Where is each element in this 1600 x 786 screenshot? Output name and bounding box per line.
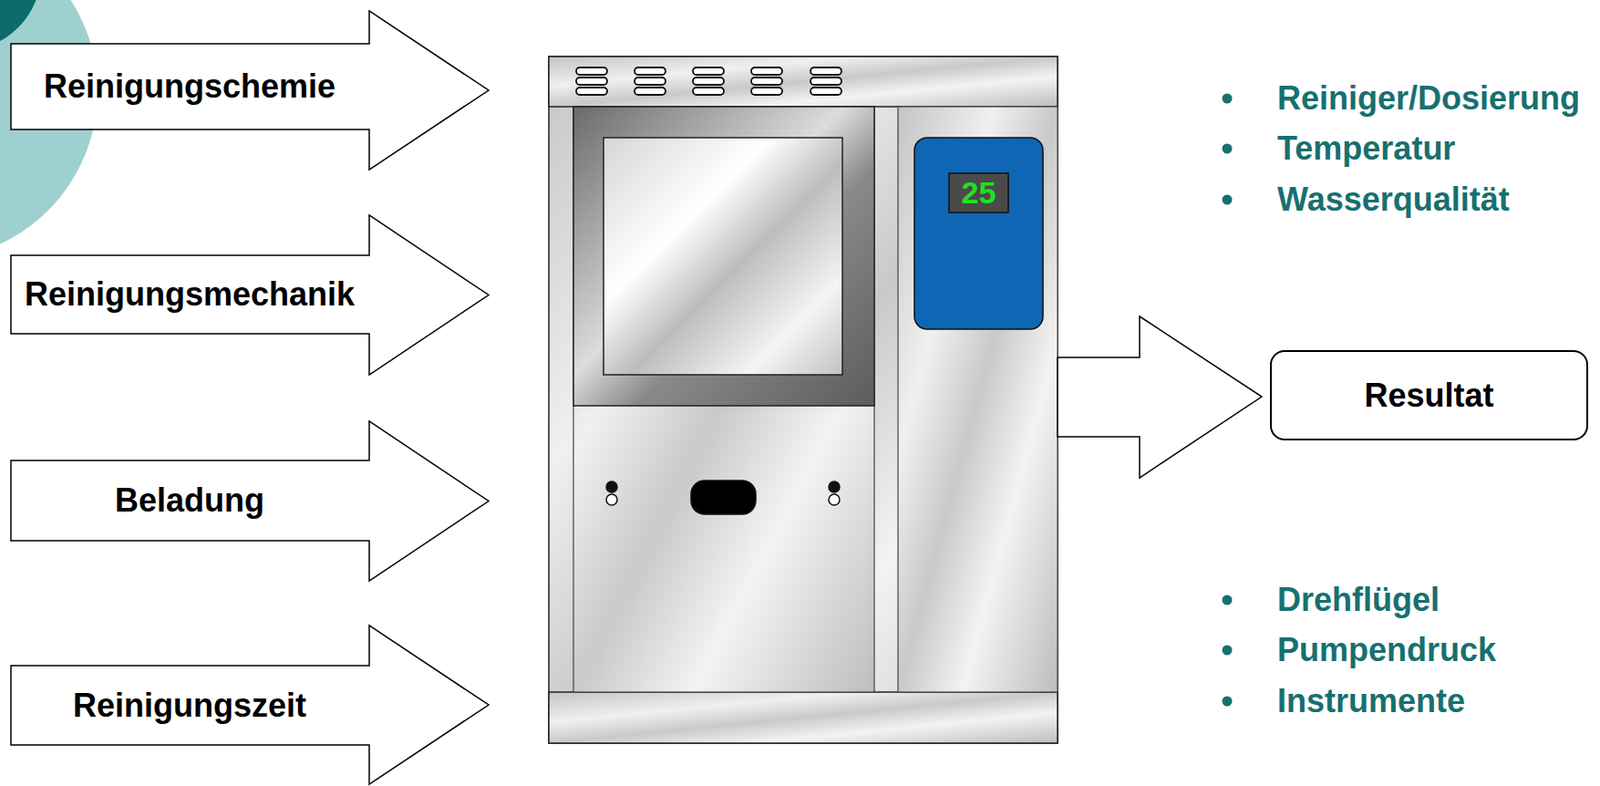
factor-item: Wasserqualität [1277, 179, 1510, 220]
factor-item: Reiniger/Dosierung [1277, 78, 1580, 119]
washer-machine-part [573, 106, 875, 692]
arrow-text-area: Reinigungsmechanik [10, 255, 370, 334]
arrow-shape [10, 10, 489, 170]
vent-slots-part [810, 67, 842, 75]
factor-item: Temperatur [1277, 128, 1456, 169]
corner-decoration-part [0, 0, 42, 51]
washer-machine-part [548, 56, 1058, 744]
input-arrow: Beladung [10, 420, 490, 582]
door-buttons-part [691, 480, 756, 515]
washer-machine-part [548, 691, 1058, 744]
vent-slots-part [634, 77, 666, 85]
control-panel [914, 137, 1043, 330]
vent-slots-part [634, 67, 666, 75]
washer-machine-part [573, 106, 875, 406]
bullet-marks-part [1222, 595, 1233, 606]
display-value: 25 [949, 173, 1009, 213]
input-arrow: Reinigungsmechanik [10, 214, 490, 376]
arrow-shape [10, 625, 489, 785]
arrow-text-area: Reinigungszeit [10, 665, 370, 745]
washer-machine-part [603, 137, 843, 375]
bullet-marks [1222, 93, 1233, 707]
output-arrow [1057, 316, 1262, 478]
vent-slots-part [692, 77, 724, 85]
arrow-shape [10, 215, 489, 375]
vent-slots-part [810, 87, 842, 95]
factor-item: Pumpendruck [1277, 629, 1497, 671]
node-label: Reinigungschemie [43, 67, 336, 106]
vent-slots-part [751, 87, 783, 95]
vent-slots-part [576, 67, 608, 75]
bullet-marks-part [1222, 144, 1233, 155]
node-label: Reinigungsmechanik [24, 275, 355, 314]
factor-item: Instrumente [1277, 681, 1466, 722]
bullet-marks-part [1222, 645, 1233, 656]
factor-item: Drehflügel [1277, 579, 1440, 620]
vent-slots [576, 67, 842, 95]
washer-machine [548, 56, 1058, 744]
bullet-marks-part [1222, 696, 1233, 707]
input-arrow: Reinigungszeit [10, 624, 490, 785]
vent-slots-part [810, 77, 842, 85]
node-label: Beladung [114, 481, 265, 520]
vent-slots-part [576, 77, 608, 85]
door-buttons-part [828, 481, 840, 493]
vent-slots-part [634, 87, 666, 95]
input-arrow: Reinigungschemie [10, 10, 490, 171]
node-label: Reinigungszeit [72, 686, 307, 725]
vent-slots-part [751, 67, 783, 75]
vent-slots-part [692, 67, 724, 75]
vent-slots-part [576, 87, 608, 95]
door-buttons [606, 480, 840, 515]
output-arrow-part [1057, 316, 1262, 478]
door-buttons-part [606, 481, 618, 493]
node-label: Resultat [1363, 376, 1494, 415]
vent-slots-part [692, 87, 724, 95]
vent-slots-part [751, 77, 783, 85]
door-buttons-part [606, 494, 618, 506]
washer-machine-part [548, 56, 1058, 107]
bullet-marks-part [1222, 195, 1233, 206]
washer-machine-part [898, 106, 1058, 692]
control-panel-part [914, 137, 1043, 330]
arrow-text-area: Beladung [10, 460, 370, 541]
bullet-marks-part [1222, 93, 1233, 104]
result-box: Resultat [1269, 350, 1589, 441]
control-panel-part [949, 173, 1009, 213]
arrow-shape [10, 421, 489, 581]
arrow-text-area: Reinigungschemie [10, 43, 370, 130]
door-buttons-part [828, 494, 840, 506]
